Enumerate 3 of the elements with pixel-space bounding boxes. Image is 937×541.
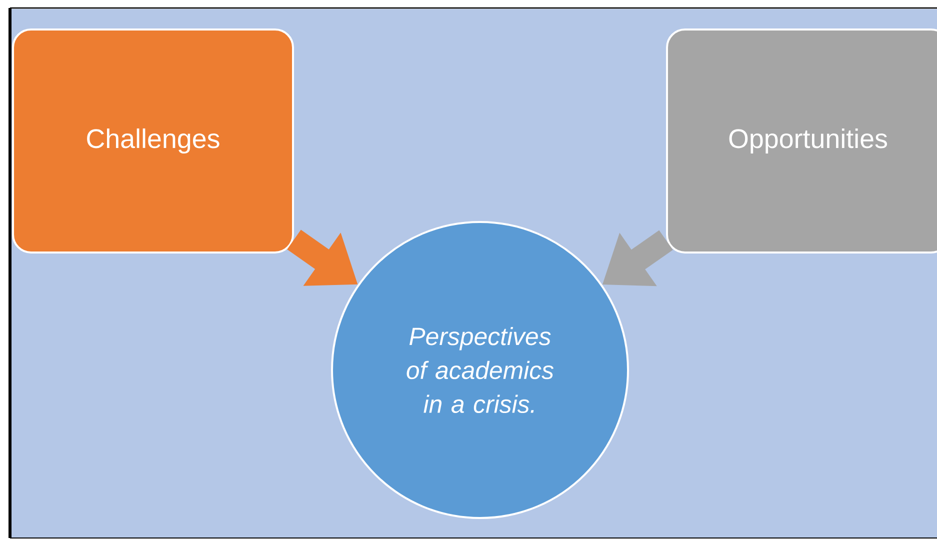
rounded-box: Opportunities <box>666 28 937 254</box>
rounded-box: Challenges <box>12 28 294 254</box>
circle-node: Perspectives of academics in a crisis. <box>331 221 629 519</box>
